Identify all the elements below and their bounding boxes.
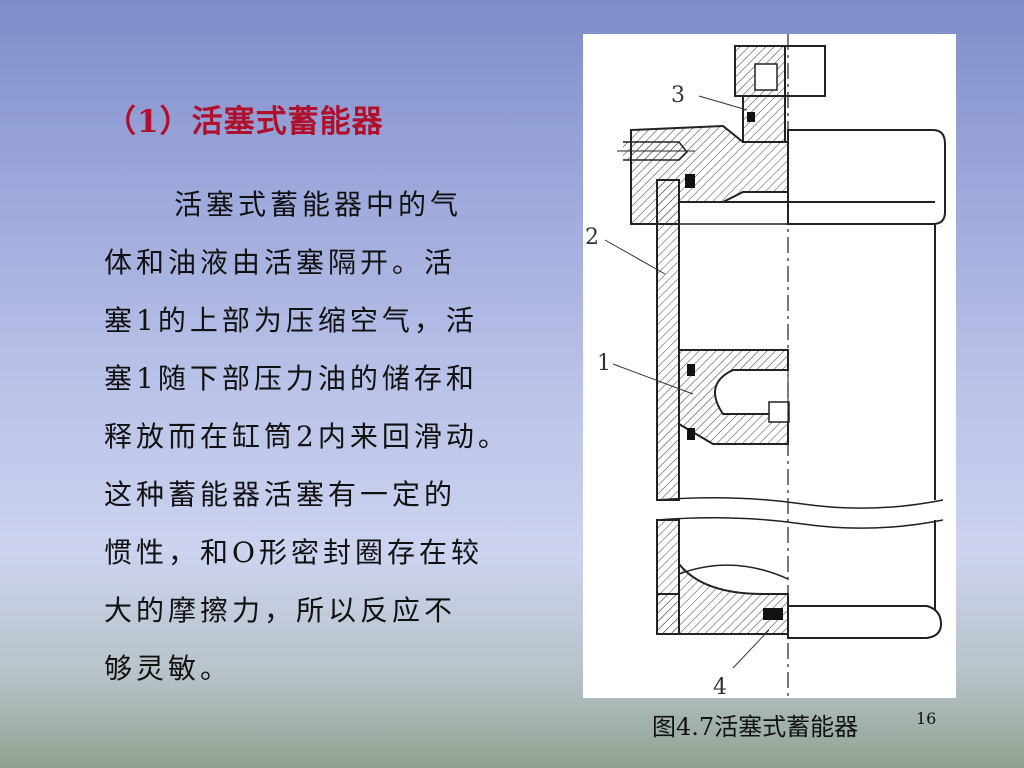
body-line: 惯性，和O形密封圈存在较 — [104, 536, 483, 569]
figure-caption: 图4.7活塞式蓄能器 — [652, 713, 859, 741]
bottom-cap — [656, 561, 943, 639]
accumulator-figure: 3 2 1 4 — [583, 34, 956, 698]
body-line: 够灵敏。 — [104, 652, 233, 685]
part-label-4: 4 — [713, 675, 727, 698]
body-text: 活塞式蓄能器中的气 体和油液由活塞隔开。活 塞1的上部为压缩空气，活 塞1随下部… — [104, 176, 524, 698]
body-line: 大的摩擦力，所以反应不 — [104, 594, 457, 627]
top-valve — [734, 45, 826, 143]
part-label-3: 3 — [671, 83, 685, 108]
part-label-1: 1 — [597, 351, 611, 376]
body-line: 活塞式蓄能器中的气 — [174, 188, 463, 221]
body-line: 塞1随下部压力油的储存和 — [104, 362, 478, 395]
break-lines — [656, 497, 944, 529]
slide-title: （1）活塞式蓄能器 — [105, 104, 384, 140]
leader-lines — [604, 95, 770, 669]
part-label-2: 2 — [585, 225, 599, 250]
body-line: 释放而在缸筒2内来回滑动。 — [104, 420, 510, 453]
body-line: 塞1的上部为压缩空气，活 — [104, 304, 478, 337]
body-line: 体和油液由活塞隔开。活 — [104, 246, 457, 279]
piston — [678, 349, 790, 445]
page-number: 16 — [916, 709, 937, 728]
body-line: 这种蓄能器活塞有一定的 — [104, 478, 457, 511]
